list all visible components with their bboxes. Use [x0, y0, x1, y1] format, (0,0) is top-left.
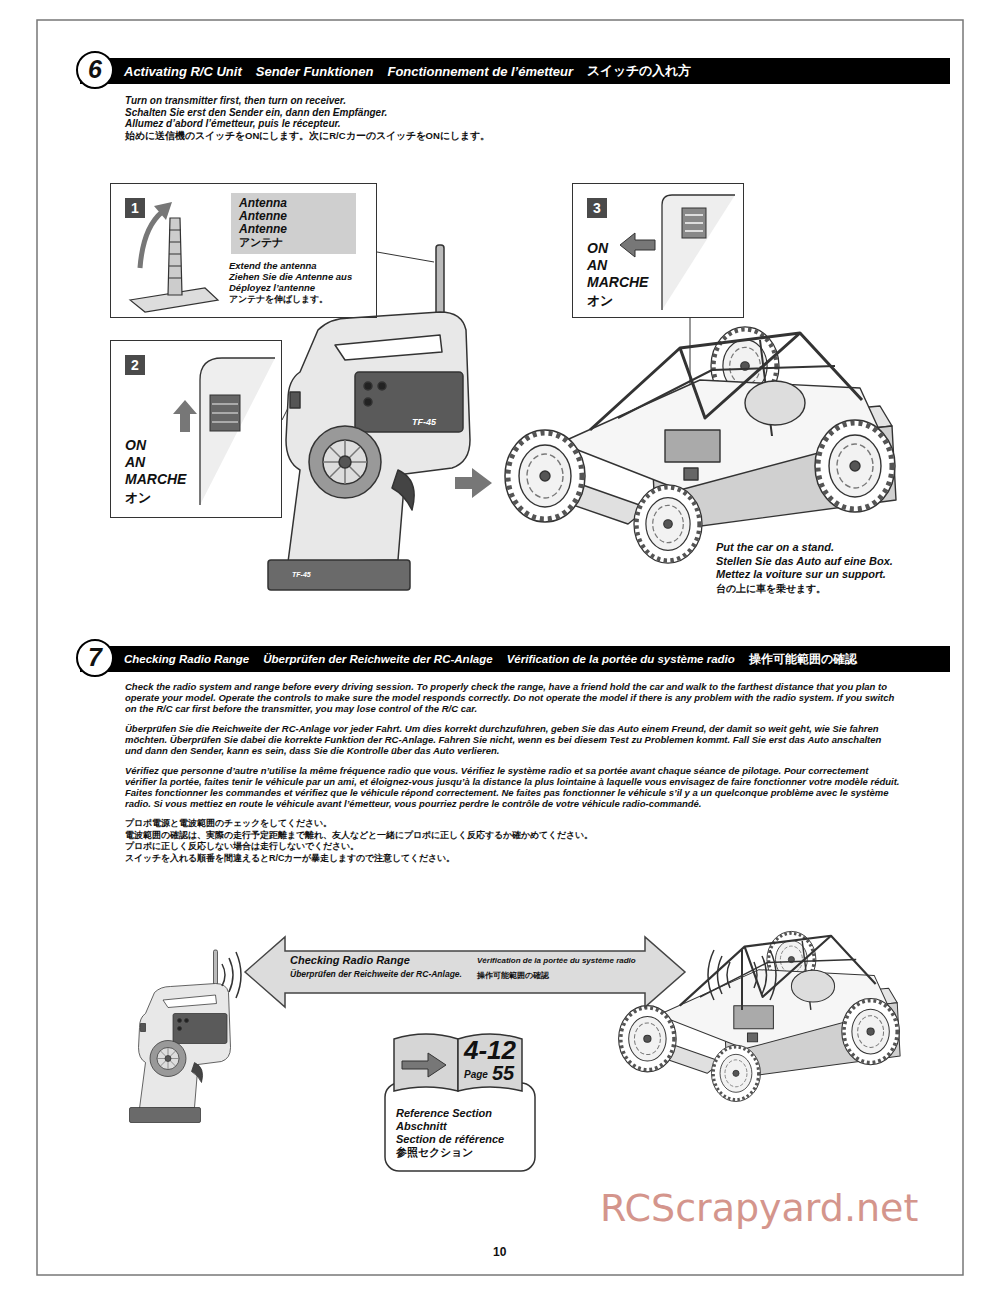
- step-box: 3ONANMARCHE オン: [572, 183, 744, 318]
- paragraph: Vérifiez que personne d’autre n’utilise …: [125, 765, 900, 809]
- section-header-band: 6Activating R/C UnitSender FunktionenFon…: [80, 58, 950, 84]
- section-title: Sender Funktionen: [256, 64, 374, 79]
- section-title: Checking Radio Range: [124, 653, 249, 665]
- paragraph: スイッチを入れる順番を間違えるとR/Cカーが暴走しますので注意してください。: [125, 853, 900, 865]
- reference-text: Abschnitt: [396, 1120, 447, 1132]
- part-name: アンテナ: [239, 235, 283, 250]
- switch-label: オン: [587, 292, 613, 310]
- note-text: Stellen Sie das Auto auf eine Box.: [716, 555, 956, 569]
- section-title: Überprüfen der Reichweite der RC-Anlage: [263, 653, 492, 665]
- note-text: 台の上に車を乗せます。: [716, 582, 956, 595]
- step-box: 2ONANMARCHE オン: [110, 340, 282, 518]
- book-page: [394, 1034, 458, 1091]
- reference-text: Reference Section: [396, 1107, 492, 1119]
- section-title: Activating R/C Unit: [124, 64, 242, 79]
- book-page: [458, 1034, 522, 1091]
- step-number: 2: [125, 355, 145, 375]
- instruction-text: 始めに送信機のスイッチをONにします。次にR/CカーのスイッチをONにします。: [125, 130, 745, 142]
- instruction-text: Ziehen Sie die Antenne aus: [229, 271, 352, 282]
- section-number: 6: [76, 51, 114, 89]
- arrow-outline: [245, 937, 685, 1007]
- section-title: Fonctionnement de l’émetteur: [387, 64, 573, 79]
- step-number: 3: [587, 198, 607, 218]
- banner-text: 操作可能範囲の確認: [477, 970, 549, 981]
- warning-text-block: Check the radio system and range before …: [125, 681, 900, 864]
- paragraph: プロポ電源と電波範囲のチェックをしてください。: [125, 818, 900, 830]
- switch-label: AN: [125, 454, 145, 470]
- paragraph: Check the radio system and range before …: [125, 681, 900, 714]
- instruction-text: Allumez d’abord l’émetteur, puis le réce…: [125, 118, 745, 130]
- watermark: RCScrapyard.net: [600, 1186, 918, 1230]
- instruction-text: Extend the antenna: [229, 260, 317, 271]
- banner-text: Vérification de la portée du système rad…: [477, 956, 636, 965]
- instruction-text: Turn on transmitter first, then turn on …: [125, 95, 745, 107]
- paragraph: 電波範囲の確認は、実際の走行予定距離まで離れ、友人などと一緒にプロポに正しく反応…: [125, 830, 900, 842]
- part-name: Antenna: [239, 196, 287, 210]
- model-name: TF-45: [292, 571, 311, 578]
- reference-text: 参照セクション: [396, 1146, 473, 1160]
- section-title: スイッチの入れ方: [587, 62, 691, 80]
- switch-label: ON: [587, 240, 608, 256]
- note-text: Mettez la voiture sur un support.: [716, 568, 956, 582]
- step-box: 1Extend the antennaZiehen Sie die Antenn…: [110, 183, 377, 318]
- banner-text: Checking Radio Range: [290, 954, 410, 966]
- double-arrow-banner: Checking Radio RangeÜberprüfen der Reich…: [245, 937, 685, 1007]
- reference-book: 4-12Page 55Reference SectionAbschnittSect…: [380, 1025, 540, 1175]
- page-word: Page: [464, 1069, 488, 1080]
- instruction-text: Déployez l’antenne: [229, 282, 315, 293]
- section-title: 操作可能範囲の確認: [749, 652, 857, 667]
- banner-text: Überprüfen der Reichweite der RC-Anlage.: [290, 969, 462, 979]
- stand-note-block: Put the car on a stand.Stellen Sie das A…: [716, 541, 956, 595]
- switch-label: AN: [587, 257, 607, 273]
- step-number: 1: [125, 198, 145, 218]
- page-number: 10: [493, 1245, 506, 1259]
- instruction-text: Schalten Sie erst den Sender ein, dann d…: [125, 107, 745, 119]
- reference-text: Section de référence: [396, 1133, 504, 1145]
- section-number: 7: [76, 639, 114, 677]
- model-name: TF-45: [412, 417, 436, 427]
- page-number: 55: [492, 1062, 514, 1085]
- header-row: Checking Radio Range Überprüfen der Reich…: [124, 646, 857, 672]
- section-title: Vérification de la portée du système rad…: [507, 653, 735, 665]
- paragraph: Überprüfen Sie die Reichweite der RC-Anl…: [125, 723, 900, 756]
- part-name: Antenne: [239, 209, 287, 223]
- section-header-band: 7Checking Radio RangeÜberprüfen der Reic…: [80, 646, 950, 672]
- instruction-text: アンテナを伸ばします。: [229, 293, 328, 306]
- paragraph: プロポに正しく反応しない場合は走行しないでください。: [125, 841, 900, 853]
- header-row: Activating R/C Unit Sender Funktionen Fonc…: [124, 58, 691, 84]
- switch-label: MARCHE: [587, 274, 648, 290]
- section-ref: 4-12: [464, 1035, 516, 1066]
- pointer-arrow: [402, 1053, 446, 1077]
- note-text: Put the car on a stand.: [716, 541, 956, 555]
- switch-label: オン: [125, 489, 151, 507]
- reference-frame: [385, 1083, 535, 1171]
- callout-box: AntennaAntenneAntenneアンテナ: [231, 193, 356, 254]
- intro-text-block: Turn on transmitter first, then turn on …: [125, 95, 745, 142]
- switch-label: MARCHE: [125, 471, 186, 487]
- switch-label: ON: [125, 437, 146, 453]
- part-name: Antenne: [239, 222, 287, 236]
